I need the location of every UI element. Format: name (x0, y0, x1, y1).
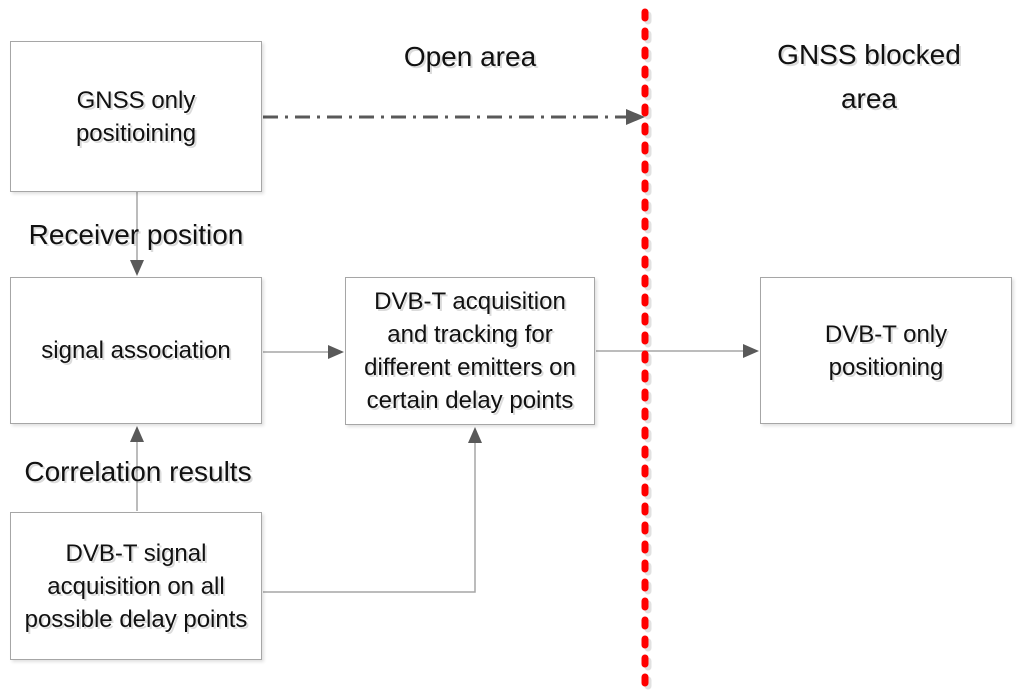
dvbt-acquisition-tracking-box: DVB-T acquisition and tracking for diffe… (345, 277, 595, 425)
gnss-only-positioning-box: GNSS only positioining (10, 41, 262, 192)
box-text-line: and tracking for (387, 321, 553, 348)
box-text-line: GNSS only (76, 86, 196, 114)
box-text-line: signal association (41, 337, 231, 364)
acquisition-to-positioning-arrowhead-icon (743, 344, 759, 358)
box-text-line: DVB-T acquisition (374, 288, 566, 315)
signal-to-acquisition-elbow-line (263, 441, 476, 593)
receiver-position-arrowhead-icon (130, 260, 144, 276)
box-text-line: DVB-T only (824, 320, 948, 348)
open-area-label: Open area (403, 41, 537, 72)
gnss-blocked-area-label-line1: GNSS blocked (777, 39, 961, 70)
box-text-line: acquisition on all (47, 572, 225, 600)
signal-association-box: signal association (10, 277, 262, 424)
correlation-results-arrowhead-icon (130, 426, 144, 442)
box-text-line: positioining (75, 119, 197, 147)
dvbt-signal-acquisition-box: DVB-T signal acquisition on all possible… (10, 512, 262, 660)
gnss-to-blocked-arrowhead-icon (626, 109, 645, 125)
signal-to-acquisition-arrowhead-icon (328, 345, 344, 359)
correlation-results-label: Correlation results (24, 456, 252, 487)
box-text-line: possible delay points (24, 605, 248, 633)
dvbt-only-positioning-box: DVB-T only positioning (760, 277, 1012, 424)
receiver-position-label: Receiver position (28, 219, 244, 250)
gnss-blocked-area-label: GNSS blocked area (745, 33, 993, 121)
box-text-line: DVB-T signal (65, 539, 207, 567)
gnss-blocked-area-label-line2: area (840, 83, 898, 114)
box-text-line: different emitters on (364, 354, 576, 381)
box-text-line: certain delay points (366, 387, 574, 414)
box-text-line: positioning (828, 353, 944, 381)
elbow-arrowhead-icon (468, 427, 482, 443)
